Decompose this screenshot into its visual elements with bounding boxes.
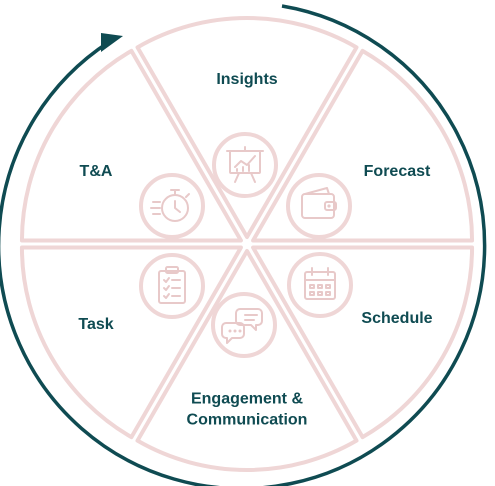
icon-ring-task	[139, 253, 205, 319]
segment-label-engagement: Engagement & Communication	[187, 391, 308, 429]
segment-label-forecast: Forecast	[364, 163, 431, 180]
segment-label-line: Task	[78, 316, 113, 333]
segment-label-line: T&A	[80, 163, 113, 180]
segment-label-line: Schedule	[361, 310, 432, 327]
segment-insights	[135, 16, 359, 239]
segment-label-schedule: Schedule	[361, 310, 432, 327]
stopwatch-icon	[150, 189, 190, 222]
wallet-icon	[301, 187, 337, 219]
cycle-orbit-arrow	[0, 4, 487, 486]
segment-label-ta: T&A	[80, 163, 113, 180]
icon-ring-insights	[212, 132, 278, 198]
segment-label-line: Forecast	[364, 163, 431, 180]
icon-ring-ta	[139, 173, 205, 239]
chat-bubbles-icon	[221, 308, 263, 344]
presentation-chart-icon	[226, 146, 264, 183]
orbit-arrowhead	[101, 33, 123, 52]
segment-label-task: Task	[78, 316, 113, 333]
segment-engagement	[135, 249, 359, 472]
segment-label-line: Engagement &	[191, 391, 303, 408]
segment-label-insights: Insights	[216, 71, 277, 88]
calendar-icon	[304, 267, 336, 300]
clipboard-checklist-icon	[158, 266, 186, 304]
segment-label-line: Insights	[216, 71, 277, 88]
segment-label-line: Communication	[187, 412, 308, 429]
icon-ring-forecast	[286, 173, 352, 239]
